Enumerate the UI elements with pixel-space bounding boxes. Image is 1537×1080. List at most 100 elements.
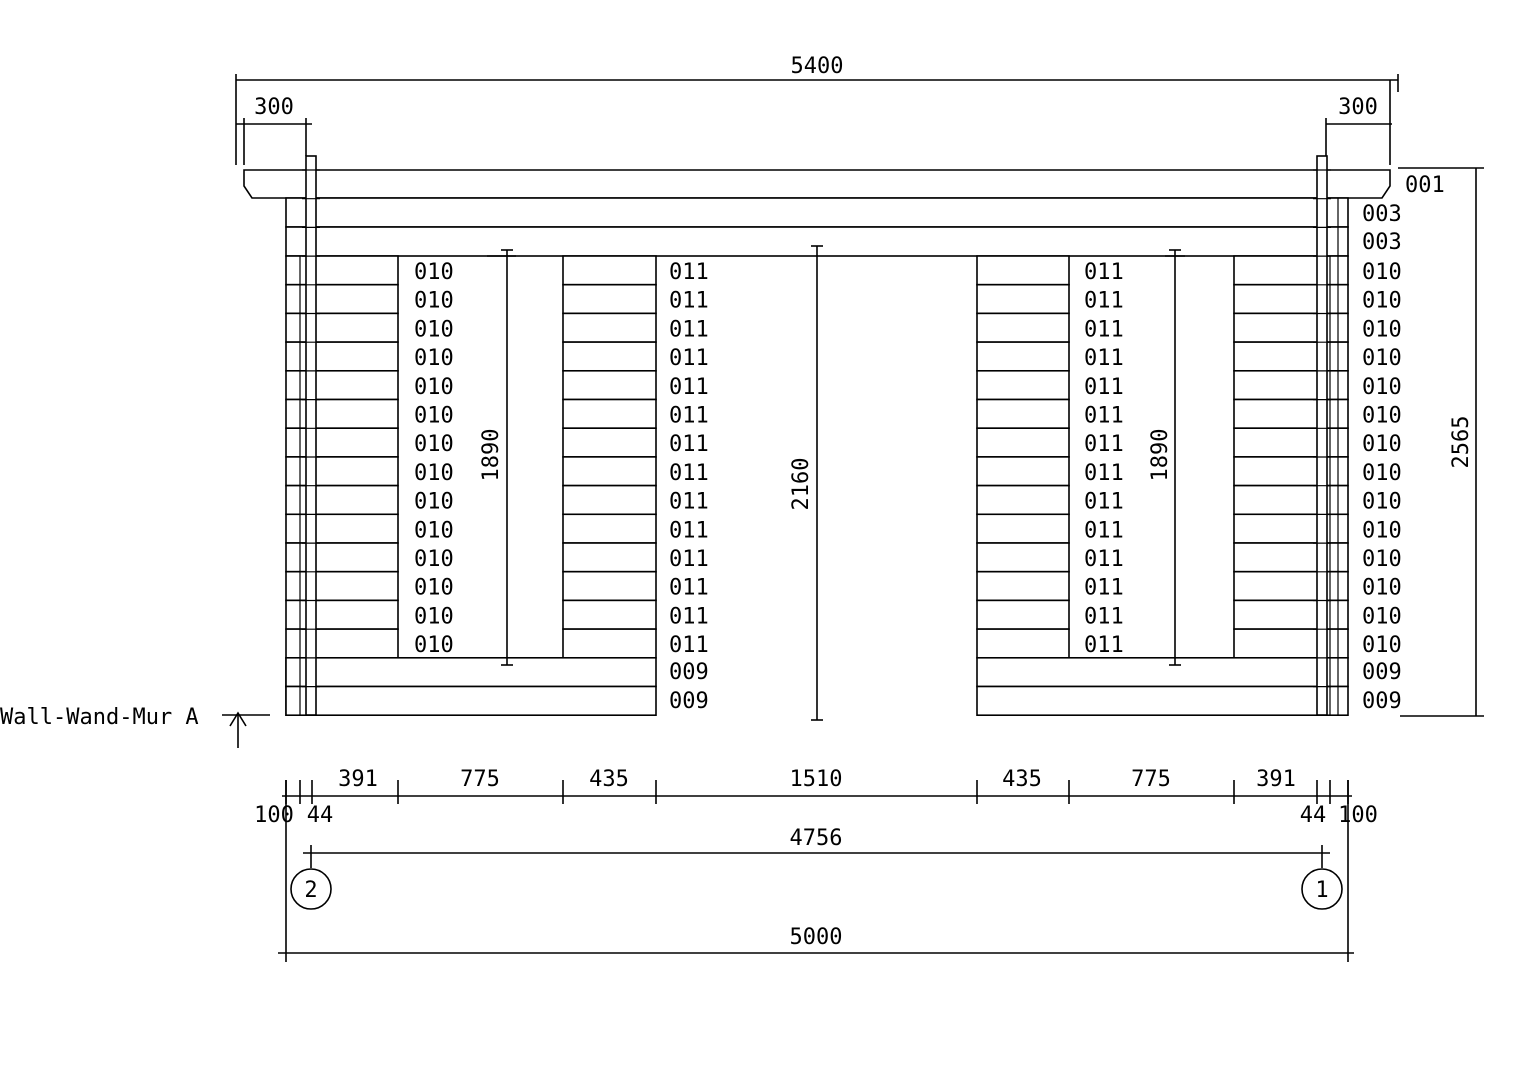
labels-centerright-item: 011	[1084, 289, 1124, 314]
left-log-6	[285, 427, 399, 458]
right-log-10	[1233, 542, 1349, 573]
labels-centerright-item: 011	[1084, 518, 1124, 543]
labels-centerleft-item: 011	[669, 490, 709, 515]
right-log-12	[1233, 599, 1349, 630]
labels-centerright-item: 011	[1084, 432, 1124, 457]
left-log-7	[285, 456, 399, 487]
axis-marker-left-label: 2	[304, 878, 317, 903]
center-right-log-11	[976, 570, 1070, 602]
section-marker-head	[229, 711, 247, 727]
labels-right-item: 010	[1362, 432, 1402, 457]
center-right-log-0	[976, 255, 1070, 286]
right-base-log-1	[976, 685, 1349, 717]
labels-leftwin-item: 010	[414, 289, 454, 314]
center-right-log-1	[976, 283, 1070, 315]
labels-right-item: 010	[1362, 604, 1402, 629]
center-left-log-2	[562, 312, 657, 343]
labels-right-item: 010	[1362, 633, 1402, 658]
center-left-log-10	[562, 542, 657, 573]
dim-height-total: 2565	[1449, 416, 1474, 469]
left-log-8	[285, 484, 399, 516]
left-log-0	[285, 255, 399, 286]
part-label-top-right-0: 003	[1362, 202, 1402, 227]
labels-right-item: 010	[1362, 317, 1402, 342]
labels-right-item: 010	[1362, 576, 1402, 601]
dim-bottom-seg-6: 391	[1256, 767, 1296, 792]
labels-centerleft-item: 011	[669, 317, 709, 342]
labels-centerleft-item: 011	[669, 346, 709, 371]
left-log-10	[285, 542, 399, 573]
center-left-log-5	[562, 398, 657, 430]
right-log-5	[1233, 398, 1349, 430]
right-log-9	[1233, 513, 1349, 544]
roof-plank-001	[243, 169, 1391, 199]
labels-centerleft-item: 011	[669, 432, 709, 457]
right-log-7	[1233, 456, 1349, 487]
labels-centerleft-item: 011	[669, 461, 709, 486]
labels-leftwin-item: 010	[414, 432, 454, 457]
left-base-log-1	[285, 685, 657, 717]
dim-bottom-seg-0: 391	[338, 767, 378, 792]
dim-edge-right-44: 44	[1300, 803, 1327, 828]
left-log-5	[285, 398, 399, 430]
labels-centerleft-item: 011	[669, 375, 709, 400]
center-right-log-5	[976, 398, 1070, 430]
labels-right-item: 010	[1362, 490, 1402, 515]
right-base-log-0	[976, 656, 1349, 688]
center-left-log-12	[562, 599, 657, 630]
center-right-log-12	[976, 599, 1070, 630]
right-log-2	[1233, 312, 1349, 343]
labels-centerright-item: 011	[1084, 375, 1124, 400]
labels-centerleft-item: 011	[669, 633, 709, 658]
center-right-log-9	[976, 513, 1070, 544]
center-left-log-4	[562, 369, 657, 401]
dim-window-right-height: 1890	[1148, 429, 1173, 482]
labels-centerright-item: 011	[1084, 461, 1124, 486]
part-label-top-right-1: 003	[1362, 230, 1402, 255]
left-log-11	[285, 570, 399, 602]
labels-right-item: 010	[1362, 461, 1402, 486]
labels-centerright-item: 011	[1084, 633, 1124, 658]
labels-leftwin-item: 010	[414, 260, 454, 285]
left-log-13	[285, 628, 399, 659]
wall-label: Wall-Wand-Mur A	[0, 705, 199, 730]
dimension-lines	[222, 74, 1484, 962]
part-labels-center-left: 0110110110110110110110110110110110110110…	[669, 260, 709, 658]
part-labels-right-column: 0100100100100100100100100100100100100100…	[1362, 260, 1402, 658]
right-log-0	[1233, 255, 1349, 286]
labels-centerleft-item: 011	[669, 604, 709, 629]
dim-bottom-seg-1: 775	[460, 767, 500, 792]
labels-leftwin-item: 010	[414, 490, 454, 515]
part-labels-center-right: 0110110110110110110110110110110110110110…	[1084, 260, 1124, 658]
center-right-log-2	[976, 312, 1070, 343]
center-left-log-1	[562, 283, 657, 315]
left-log-3	[285, 341, 399, 372]
part-label-right-base-0: 009	[1362, 660, 1402, 685]
center-right-log-6	[976, 427, 1070, 458]
right-log-3	[1233, 341, 1349, 372]
labels-centerright-item: 011	[1084, 260, 1124, 285]
dim-overhang-left: 300	[254, 95, 294, 120]
labels-centerright-item: 011	[1084, 346, 1124, 371]
center-left-log-8	[562, 484, 657, 516]
dim-overhang-right: 300	[1338, 95, 1378, 120]
left-log-2	[285, 312, 399, 343]
labels-leftwin-item: 010	[414, 317, 454, 342]
dim-edge-left-44: 44	[307, 803, 334, 828]
axis-marker-right-circle	[1301, 868, 1343, 910]
corner-post-right	[1316, 155, 1328, 716]
center-left-log-7	[562, 456, 657, 487]
left-log-9	[285, 513, 399, 544]
axis-marker-right-label: 1	[1315, 878, 1328, 903]
center-right-log-7	[976, 456, 1070, 487]
labels-right-item: 010	[1362, 518, 1402, 543]
center-left-log-13	[562, 628, 657, 659]
center-left-log-9	[562, 513, 657, 544]
labels-right-item: 010	[1362, 375, 1402, 400]
center-left-log-6	[562, 427, 657, 458]
labels-leftwin-item: 010	[414, 404, 454, 429]
dim-overall-wall: 5000	[790, 925, 843, 950]
labels-leftwin-item: 010	[414, 375, 454, 400]
dim-bottom-seg-3: 1510	[790, 767, 843, 792]
